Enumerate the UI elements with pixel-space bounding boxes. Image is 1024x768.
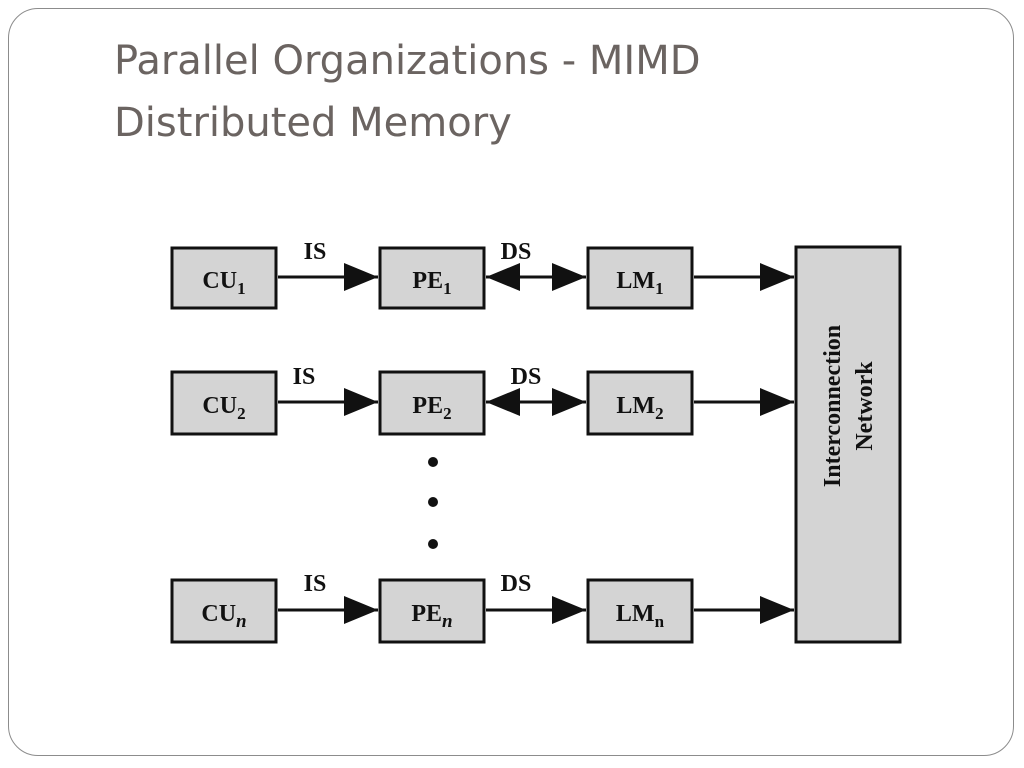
network-link-arrow-1 — [694, 263, 794, 291]
local-memory-2-box: LM2 — [586, 370, 694, 436]
processing-element-1-box: PE1 — [378, 246, 486, 310]
slide-title: Parallel Organizations - MIMD Distribute… — [114, 30, 914, 154]
control-unit-1-subscript: 1 — [237, 279, 246, 298]
network-link-arrow-n — [694, 596, 794, 624]
data-stream-label-n: DS — [501, 571, 532, 597]
instruction-stream-label-2: IS — [293, 364, 316, 390]
control-unit-1-label: CU — [202, 268, 237, 294]
control-unit-n-box: CUn — [170, 578, 278, 644]
data-stream-label-1: DS — [501, 239, 532, 265]
ellipsis-dot-3 — [428, 539, 438, 549]
svg-text:LMn: LMn — [616, 601, 665, 631]
processing-element-2-label: PE — [412, 393, 443, 419]
instruction-stream-arrow-2 — [278, 388, 378, 416]
ellipsis-dot-1 — [428, 457, 438, 467]
svg-text:CU1: CU1 — [202, 268, 245, 298]
local-memory-2-label: LM — [616, 393, 655, 419]
local-memory-1-subscript: 1 — [655, 279, 664, 298]
control-unit-2-label: CU — [202, 393, 237, 419]
svg-text:CU2: CU2 — [202, 393, 245, 423]
data-stream-arrow-1 — [486, 263, 586, 291]
control-unit-2-box: CU2 — [170, 370, 278, 436]
svg-text:CUn: CUn — [201, 601, 246, 632]
svg-text:PE2: PE2 — [412, 393, 451, 423]
control-unit-1-box: CU1 — [170, 246, 278, 310]
local-memory-n-subscript: n — [655, 612, 665, 631]
svg-text:LM1: LM1 — [616, 268, 663, 298]
data-stream-arrow-2 — [486, 388, 586, 416]
instruction-stream-label-1: IS — [304, 239, 327, 265]
svg-text:PE1: PE1 — [412, 268, 451, 298]
interconnection-network-label-line-2: Network — [852, 361, 878, 451]
processing-element-1-subscript: 1 — [443, 279, 452, 298]
processing-element-n-subscript: n — [442, 611, 453, 632]
data-stream-label-2: DS — [511, 364, 542, 390]
slide-title-line-2: Distributed Memory — [114, 100, 512, 146]
diagram-row-1: CU1 IS PE1 DS LM1 — [170, 239, 794, 310]
control-unit-n-label: CU — [201, 601, 236, 627]
processing-element-2-box: PE2 — [378, 370, 486, 436]
vertical-ellipsis — [428, 457, 438, 549]
network-link-arrow-2 — [694, 388, 794, 416]
diagram-row-n: CUn IS PEn DS LMn — [170, 571, 794, 644]
local-memory-2-subscript: 2 — [655, 404, 664, 423]
processing-element-2-subscript: 2 — [443, 404, 452, 423]
instruction-stream-arrow-1 — [278, 263, 378, 291]
svg-text:PEn: PEn — [411, 601, 452, 632]
instruction-stream-label-n: IS — [304, 571, 327, 597]
processing-element-n-box: PEn — [378, 578, 486, 644]
processing-element-n-label: PE — [411, 601, 442, 627]
local-memory-n-box: LMn — [586, 578, 694, 644]
data-stream-arrow-n — [486, 596, 586, 624]
ellipsis-dot-2 — [428, 497, 438, 507]
control-unit-n-subscript: n — [236, 611, 247, 632]
local-memory-1-box: LM1 — [586, 246, 694, 310]
processing-element-1-label: PE — [412, 268, 443, 294]
instruction-stream-arrow-n — [278, 596, 378, 624]
interconnection-network-box: Interconnection Network — [794, 245, 902, 644]
interconnection-network-label-line-1: Interconnection — [820, 325, 846, 487]
diagram-row-2: CU2 IS PE2 DS LM2 — [170, 364, 794, 436]
local-memory-n-label: LM — [616, 601, 655, 627]
control-unit-2-subscript: 2 — [237, 404, 246, 423]
local-memory-1-label: LM — [616, 268, 655, 294]
slide-title-line-1: Parallel Organizations - MIMD — [114, 38, 701, 84]
svg-text:LM2: LM2 — [616, 393, 663, 423]
